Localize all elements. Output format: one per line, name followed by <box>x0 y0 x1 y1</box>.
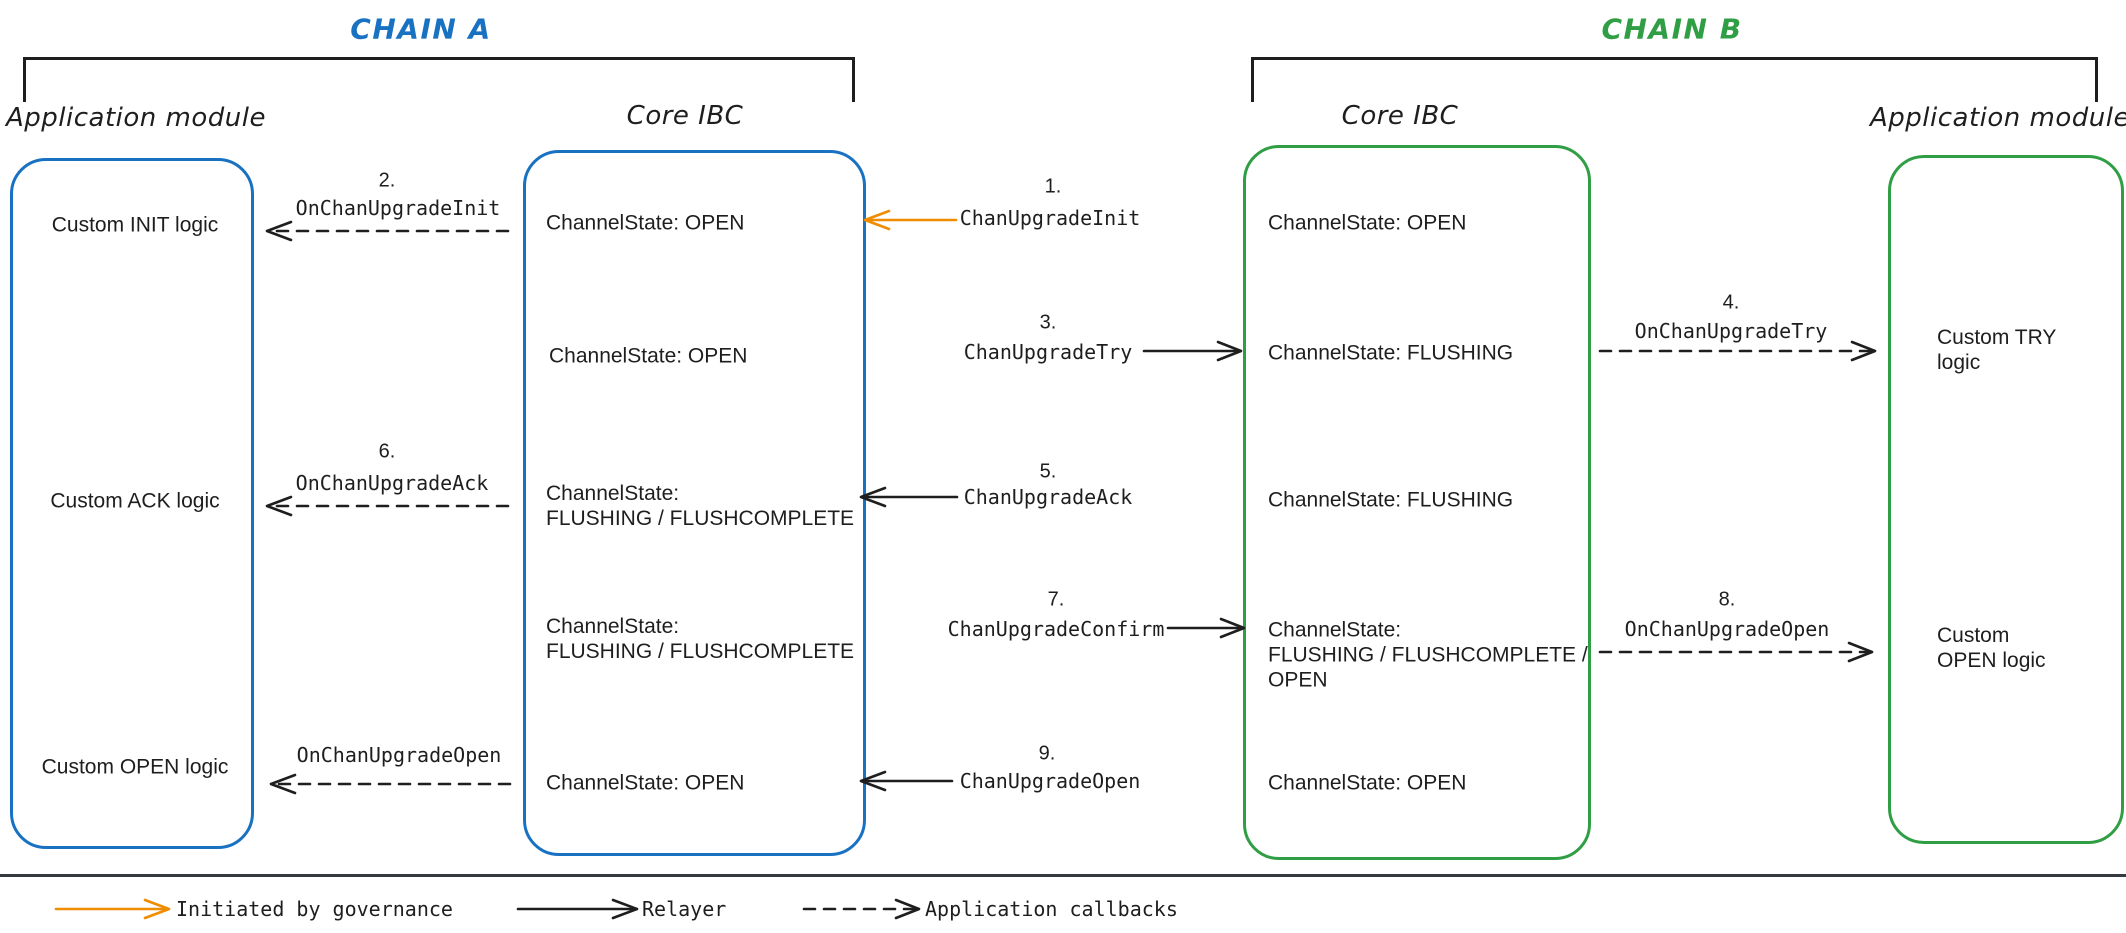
legend-relayer-label: Relayer <box>642 897 727 921</box>
message-4-number: 4. <box>1722 291 1740 314</box>
on-chan-upgrade-open-a-arrow-icon <box>269 773 512 795</box>
message-8-number: 8. <box>1718 588 1736 611</box>
message-7-number: 7. <box>1047 588 1065 611</box>
core-b-state-3: ChannelState: FLUSHING <box>1268 488 1514 512</box>
message-1-label: ChanUpgradeInit <box>959 206 1141 230</box>
app-a-init-logic: Custom INIT logic <box>51 213 219 237</box>
box-core-ibc-a <box>523 150 866 856</box>
header-application-module-a: Application module <box>6 103 266 133</box>
message-9-number: 9. <box>1038 742 1056 765</box>
message-5-label: ChanUpgradeAck <box>963 485 1133 509</box>
chan-upgrade-ack-arrow-icon <box>859 486 959 508</box>
legend-governance-label: Initiated by governance <box>176 897 453 921</box>
core-a-state-3: ChannelState: FLUSHING / FLUSHCOMPLETE <box>546 482 855 530</box>
app-a-open-logic: Custom OPEN logic <box>41 755 229 779</box>
chain-a-title: CHAIN A <box>350 12 492 46</box>
box-core-ibc-b <box>1243 145 1591 860</box>
chan-upgrade-confirm-arrow-icon <box>1166 617 1246 639</box>
message-2-label: OnChanUpgradeInit <box>295 196 501 220</box>
chain-b-title: CHAIN B <box>1601 12 1743 46</box>
message-4-label: OnChanUpgradeTry <box>1634 319 1828 343</box>
app-b-try-logic: Custom TRY logic <box>1937 326 2057 374</box>
message-open-a-label: OnChanUpgradeOpen <box>296 743 502 767</box>
chain-b-bracket <box>1251 57 2098 102</box>
legend-relayer-arrow-icon <box>516 898 639 920</box>
on-chan-upgrade-try-arrow-icon <box>1598 340 1877 362</box>
chan-upgrade-init-arrow-icon <box>863 209 958 231</box>
chan-upgrade-open-arrow-icon <box>859 770 954 792</box>
box-application-module-b <box>1888 155 2124 844</box>
header-core-ibc-b: Core IBC <box>1341 101 1459 131</box>
chain-a-bracket <box>23 57 855 102</box>
core-a-state-1: ChannelState: OPEN <box>546 211 745 235</box>
box-application-module-a <box>10 158 254 849</box>
message-7-label: ChanUpgradeConfirm <box>947 617 1165 641</box>
core-a-state-2: ChannelState: OPEN <box>549 344 748 368</box>
message-9-label: ChanUpgradeOpen <box>959 769 1141 793</box>
core-b-state-2: ChannelState: FLUSHING <box>1268 341 1514 365</box>
legend-callbacks-label: Application callbacks <box>925 897 1178 921</box>
message-2-number: 2. <box>378 169 396 192</box>
on-chan-upgrade-ack-arrow-icon <box>265 495 510 517</box>
message-5-number: 5. <box>1039 460 1057 483</box>
legend-callbacks-arrow-icon <box>802 898 921 920</box>
header-application-module-b: Application module <box>1870 103 2126 133</box>
message-3-label: ChanUpgradeTry <box>963 340 1133 364</box>
core-a-state-4: ChannelState: FLUSHING / FLUSHCOMPLETE <box>546 615 855 663</box>
message-8-label: OnChanUpgradeOpen <box>1624 617 1830 641</box>
chan-upgrade-try-arrow-icon <box>1142 340 1243 362</box>
on-chan-upgrade-open-b-arrow-icon <box>1598 641 1874 663</box>
message-6-number: 6. <box>378 440 396 463</box>
app-a-ack-logic: Custom ACK logic <box>50 489 220 513</box>
core-b-state-1: ChannelState: OPEN <box>1268 211 1467 235</box>
legend-separator <box>0 874 2126 877</box>
header-core-ibc-a: Core IBC <box>626 101 744 131</box>
legend-governance-arrow-icon <box>54 898 171 920</box>
message-1-number: 1. <box>1044 175 1062 198</box>
core-b-state-5: ChannelState: OPEN <box>1268 771 1467 795</box>
core-b-state-4: ChannelState: FLUSHING / FLUSHCOMPLETE /… <box>1268 618 1588 692</box>
core-a-state-5: ChannelState: OPEN <box>546 771 745 795</box>
message-6-label: OnChanUpgradeAck <box>295 471 489 495</box>
app-b-open-logic: Custom OPEN logic <box>1937 624 2046 672</box>
message-3-number: 3. <box>1039 311 1057 334</box>
on-chan-upgrade-init-arrow-icon <box>265 220 510 242</box>
